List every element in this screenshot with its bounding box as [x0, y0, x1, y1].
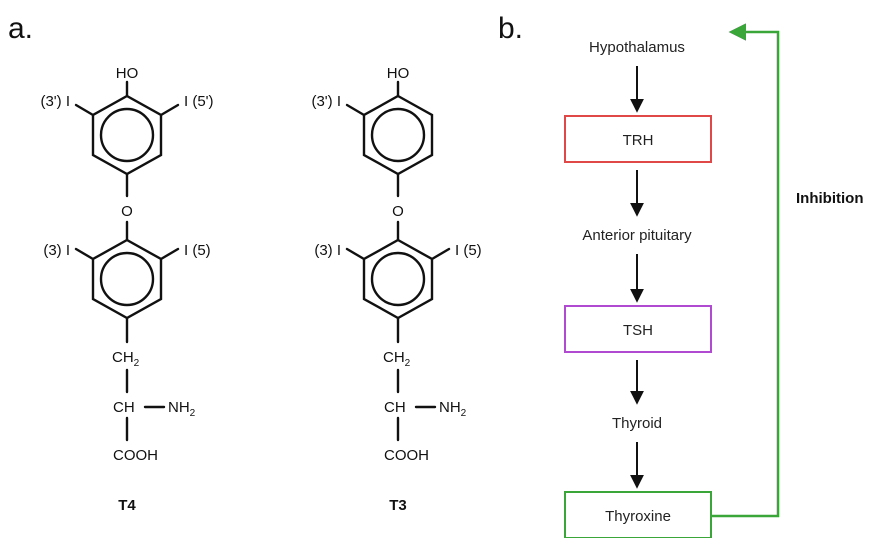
t3-name-label: T3 — [389, 497, 407, 514]
t3-upper-ring — [362, 94, 434, 176]
flow-step-thyroxine: Thyroxine — [605, 508, 671, 525]
t4-ch-label: CH — [113, 399, 135, 416]
molecule-t3: HO (3') I O (3) I I (5) CH2 CH NH2 COOH … — [311, 65, 481, 514]
t3-cooh-label: COOH — [384, 447, 429, 464]
t4-upper-ring-aromatic — [99, 107, 155, 163]
flow-step-tsh: TSH — [623, 322, 653, 339]
t3-lower-ring — [362, 238, 434, 320]
inhibition-feedback-arrow — [711, 23, 780, 518]
t4-oxygen-label: O — [121, 203, 133, 220]
molecule-t4: HO (3') I I (5') O (3) I I (5) CH2 CH NH… — [40, 65, 213, 514]
t4-upper-ring — [91, 94, 163, 176]
t4-nh2-label: NH2 — [168, 399, 196, 419]
t3-upper-ring-aromatic — [370, 107, 426, 163]
t3-oxygen-label: O — [392, 203, 404, 220]
panel-a-label: a. — [8, 12, 33, 45]
t4-hydroxyl-label: HO — [116, 65, 139, 82]
t4-lower-ring-aromatic — [99, 251, 155, 307]
flow-step-hypothalamus: Hypothalamus — [589, 39, 685, 56]
flow-step-trh: TRH — [623, 132, 654, 149]
t3-iodine-3: (3) I — [314, 242, 341, 259]
t3-hydroxyl-label: HO — [387, 65, 410, 82]
trh-box — [564, 115, 712, 163]
hpt-axis-flowchart: Hypothalamus TRH Anterior pituitary TSH … — [564, 23, 863, 538]
t3-ch-label: CH — [384, 399, 406, 416]
t3-iodine-5: I (5) — [455, 242, 482, 259]
t4-lower-ring — [91, 238, 163, 320]
flow-step-anterior-pituitary: Anterior pituitary — [582, 227, 692, 244]
t4-ch2-label: CH2 — [112, 349, 140, 369]
t4-iodine-5prime: I (5') — [184, 93, 214, 110]
thyroxine-box — [564, 491, 712, 538]
panel-b-label: b. — [498, 12, 523, 45]
t3-lower-ring-aromatic — [370, 251, 426, 307]
flow-step-thyroid: Thyroid — [612, 415, 662, 432]
t3-nh2-label: NH2 — [439, 399, 467, 419]
t4-iodine-3prime: (3') I — [40, 93, 70, 110]
t3-iodine-3prime: (3') I — [311, 93, 341, 110]
t4-cooh-label: COOH — [113, 447, 158, 464]
tsh-box — [564, 305, 712, 353]
t4-name-label: T4 — [118, 497, 136, 514]
inhibition-label: Inhibition — [796, 190, 863, 207]
t4-iodine-5: I (5) — [184, 242, 211, 259]
t3-ch2-label: CH2 — [383, 349, 411, 369]
t4-iodine-3: (3) I — [43, 242, 70, 259]
